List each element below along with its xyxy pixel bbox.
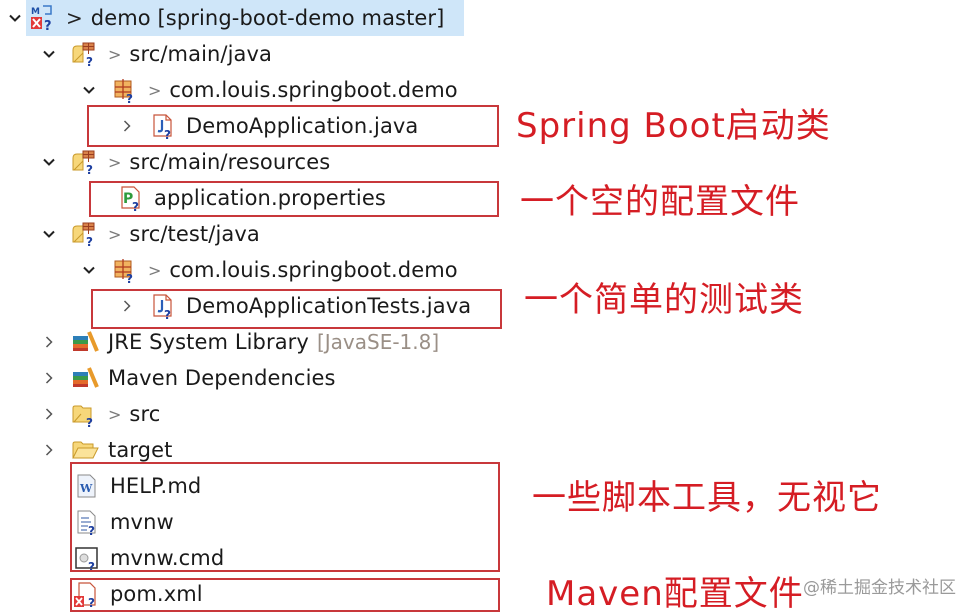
java-file-icon: ? xyxy=(148,111,178,141)
dirty-marker: > xyxy=(108,152,122,172)
tree-item-help-md[interactable]: W HELP.md xyxy=(72,468,201,504)
text-file-icon: ? xyxy=(72,507,102,537)
tree-item-src-main-java[interactable]: ? > src/main/java xyxy=(38,36,272,72)
word-file-icon: W xyxy=(72,471,102,501)
tree-item-label: application.properties xyxy=(154,186,386,210)
selection-highlight xyxy=(26,0,464,36)
tree-item-pom-xml[interactable]: ? pom.xml xyxy=(72,576,203,612)
jre-version-decoration: [JavaSE-1.8] xyxy=(316,330,440,354)
chevron-down-icon[interactable] xyxy=(38,223,60,245)
chevron-down-icon[interactable] xyxy=(38,43,60,65)
chevron-down-icon[interactable] xyxy=(78,259,100,281)
tree-item-label: DemoApplicationTests.java xyxy=(186,294,472,318)
dirty-marker: > xyxy=(148,260,162,280)
annotation-simple-test: 一个简单的测试类 xyxy=(524,280,804,320)
tree-item-label: HELP.md xyxy=(110,474,202,498)
tree-item-label: target xyxy=(108,438,173,462)
tree-item-target[interactable]: target xyxy=(38,432,172,468)
source-folder-icon: ? xyxy=(70,147,100,177)
watermark: @稀土掘金技术社区 xyxy=(803,578,956,598)
chevron-right-icon[interactable] xyxy=(38,439,60,461)
tree-item-application-properties[interactable]: P ? application.properties xyxy=(116,180,386,216)
svg-text:P: P xyxy=(123,191,133,207)
tree-item-label: com.louis.springboot.demo xyxy=(169,258,458,282)
tree-item-package-main[interactable]: ? > com.louis.springboot.demo xyxy=(78,72,458,108)
chevron-right-icon[interactable] xyxy=(116,295,138,317)
package-icon: ? xyxy=(110,255,140,285)
dirty-marker: > xyxy=(108,44,122,64)
chevron-down-icon[interactable] xyxy=(78,79,100,101)
maven-project-icon: M ? xyxy=(28,3,58,33)
tree-item-label: src/test/java xyxy=(129,222,260,246)
dirty-marker: > xyxy=(148,80,162,100)
dirty-marker: > xyxy=(108,224,122,244)
xml-file-icon: ? xyxy=(72,579,102,609)
tree-item-label: mvnw.cmd xyxy=(110,546,225,570)
tree-item-label: src xyxy=(129,402,161,426)
highlight-box-pom xyxy=(70,578,500,612)
chevron-down-icon[interactable] xyxy=(4,7,26,29)
library-icon xyxy=(70,327,100,357)
tree-item-label: mvnw xyxy=(110,510,174,534)
svg-text:?: ? xyxy=(164,308,171,320)
tree-item-src-test-java[interactable]: ? > src/test/java xyxy=(38,216,260,252)
svg-text:?: ? xyxy=(88,524,95,536)
folder-icon: ? xyxy=(70,399,100,429)
svg-text:?: ? xyxy=(88,596,95,608)
svg-text:?: ? xyxy=(88,560,95,572)
tree-item-label: src/main/java xyxy=(129,42,272,66)
svg-text:?: ? xyxy=(164,128,171,140)
tree-item-project[interactable]: M ? > demo [spring-boot-demo master] xyxy=(4,0,452,36)
library-icon xyxy=(70,363,100,393)
svg-text:?: ? xyxy=(132,200,139,212)
svg-text:?: ? xyxy=(126,92,133,104)
package-icon: ? xyxy=(110,75,140,105)
svg-text:W: W xyxy=(79,482,93,495)
chevron-right-icon[interactable] xyxy=(38,331,60,353)
tree-item-package-test[interactable]: ? > com.louis.springboot.demo xyxy=(78,252,458,288)
tree-item-label: JRE System Library xyxy=(108,330,309,354)
svg-text:?: ? xyxy=(44,19,52,32)
svg-text:?: ? xyxy=(126,272,133,284)
tree-item-demo-application[interactable]: ? DemoApplication.java xyxy=(116,108,418,144)
annotation-maven-config: Maven配置文件 xyxy=(546,574,804,612)
tree-item-label: DemoApplication.java xyxy=(186,114,419,138)
chevron-right-icon[interactable] xyxy=(116,115,138,137)
highlight-box-test-class xyxy=(91,289,502,329)
tree-item-src-main-resources[interactable]: ? > src/main/resources xyxy=(38,144,330,180)
tree-item-maven-dependencies[interactable]: Maven Dependencies xyxy=(38,360,336,396)
source-folder-icon: ? xyxy=(70,219,100,249)
cmd-file-icon: ? xyxy=(72,543,102,573)
svg-text:M: M xyxy=(31,7,40,17)
highlight-box-config xyxy=(89,181,499,217)
folder-open-icon xyxy=(70,435,100,465)
tree-item-src[interactable]: ? > src xyxy=(38,396,160,432)
chevron-right-icon[interactable] xyxy=(38,367,60,389)
tree-item-label: pom.xml xyxy=(110,582,203,606)
tree-item-label: src/main/resources xyxy=(129,150,331,174)
tree-item-mvnw[interactable]: ? mvnw xyxy=(72,504,174,540)
java-file-icon: ? xyxy=(148,291,178,321)
tree-item-label: demo [spring-boot-demo master] xyxy=(90,6,445,30)
highlight-box-scripts xyxy=(70,462,500,572)
svg-text:?: ? xyxy=(86,235,93,248)
dirty-marker: > xyxy=(66,6,83,30)
chevron-down-icon[interactable] xyxy=(38,151,60,173)
highlight-box-startup-class xyxy=(87,105,499,147)
tree-item-demo-application-tests[interactable]: ? DemoApplicationTests.java xyxy=(116,288,471,324)
tree-item-label: Maven Dependencies xyxy=(108,366,336,390)
annotation-scripts: 一些脚本工具，无视它 xyxy=(532,478,882,518)
svg-text:?: ? xyxy=(86,163,93,176)
svg-text:?: ? xyxy=(86,416,93,428)
tree-item-mvnw-cmd[interactable]: ? mvnw.cmd xyxy=(72,540,224,576)
annotation-empty-config: 一个空的配置文件 xyxy=(520,182,800,222)
dirty-marker: > xyxy=(108,404,122,424)
properties-file-icon: P ? xyxy=(116,183,146,213)
tree-item-jre-library[interactable]: JRE System Library [JavaSE-1.8] xyxy=(38,324,439,360)
tree-item-label: com.louis.springboot.demo xyxy=(169,78,458,102)
chevron-right-icon[interactable] xyxy=(38,403,60,425)
source-folder-icon: ? xyxy=(70,39,100,69)
svg-text:?: ? xyxy=(86,55,93,68)
annotation-startup-class: Spring Boot启动类 xyxy=(516,106,831,146)
